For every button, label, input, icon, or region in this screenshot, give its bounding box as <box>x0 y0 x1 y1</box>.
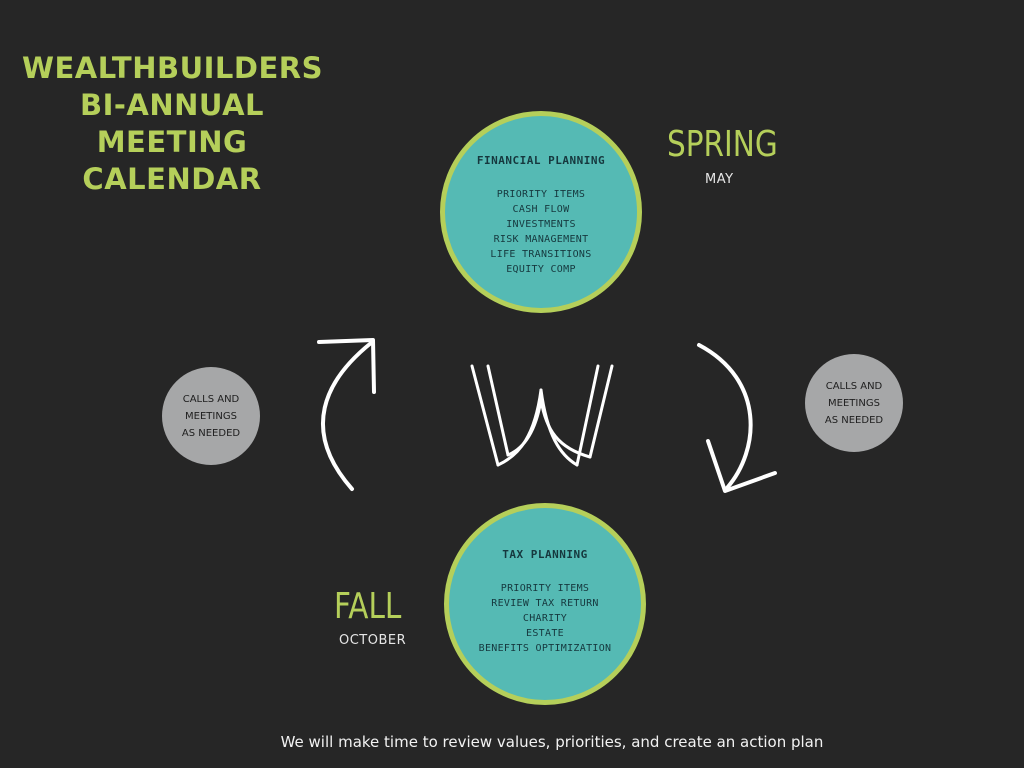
spring-month-label: MAY <box>705 172 734 187</box>
curved-arrow-icon-left <box>317 338 376 491</box>
fall-season-label: FALL <box>334 586 402 627</box>
fall-item: CHARITY <box>522 613 568 624</box>
calls-text: MEETINGS <box>828 397 880 409</box>
fall-month-label: OCTOBER <box>339 633 407 648</box>
spring-item: LIFE TRANSITIONS <box>490 249 592 260</box>
spring-heading: FINANCIAL PLANNING <box>476 154 606 167</box>
fall-heading: TAX PLANNING <box>502 548 588 561</box>
title-line: BI-ANNUAL <box>80 88 264 122</box>
calls-text: CALLS AND <box>182 393 240 405</box>
title-line: CALENDAR <box>82 162 262 196</box>
calls-text: AS NEEDED <box>181 427 241 439</box>
calls-circle-right: CALLS AND MEETINGS AS NEEDED <box>805 354 903 452</box>
spring-item: PRIORITY ITEMS <box>496 189 586 200</box>
fall-meeting-circle: TAX PLANNING PRIORITY ITEMS REVIEW TAX R… <box>444 503 646 705</box>
title-line: MEETING <box>96 125 248 159</box>
spring-item: INVESTMENTS <box>506 219 576 230</box>
curved-arrow-icon-right <box>697 343 777 493</box>
spring-item: EQUITY COMP <box>506 264 576 275</box>
spring-item: RISK MANAGEMENT <box>493 234 589 245</box>
fall-item: ESTATE <box>526 628 564 639</box>
spring-meeting-circle: FINANCIAL PLANNING PRIORITY ITEMS CASH F… <box>440 111 642 313</box>
page-title: WEALTHBUILDERS BI-ANNUAL MEETING CALENDA… <box>22 50 323 198</box>
spring-item: CASH FLOW <box>512 204 570 215</box>
fall-item: REVIEW TAX RETURN <box>491 598 599 609</box>
calls-circle-left: CALLS AND MEETINGS AS NEEDED <box>162 367 260 465</box>
calls-text: CALLS AND <box>825 380 883 392</box>
footer-note: We will make time to review values, prio… <box>280 733 824 751</box>
calls-text: AS NEEDED <box>824 414 884 426</box>
calls-text: MEETINGS <box>185 410 237 422</box>
fall-item: BENEFITS OPTIMIZATION <box>478 643 612 654</box>
title-line: WEALTHBUILDERS <box>22 51 323 85</box>
spring-season-label: SPRING <box>667 124 778 165</box>
fall-item: PRIORITY ITEMS <box>500 583 590 594</box>
w-logo-icon <box>470 364 614 467</box>
